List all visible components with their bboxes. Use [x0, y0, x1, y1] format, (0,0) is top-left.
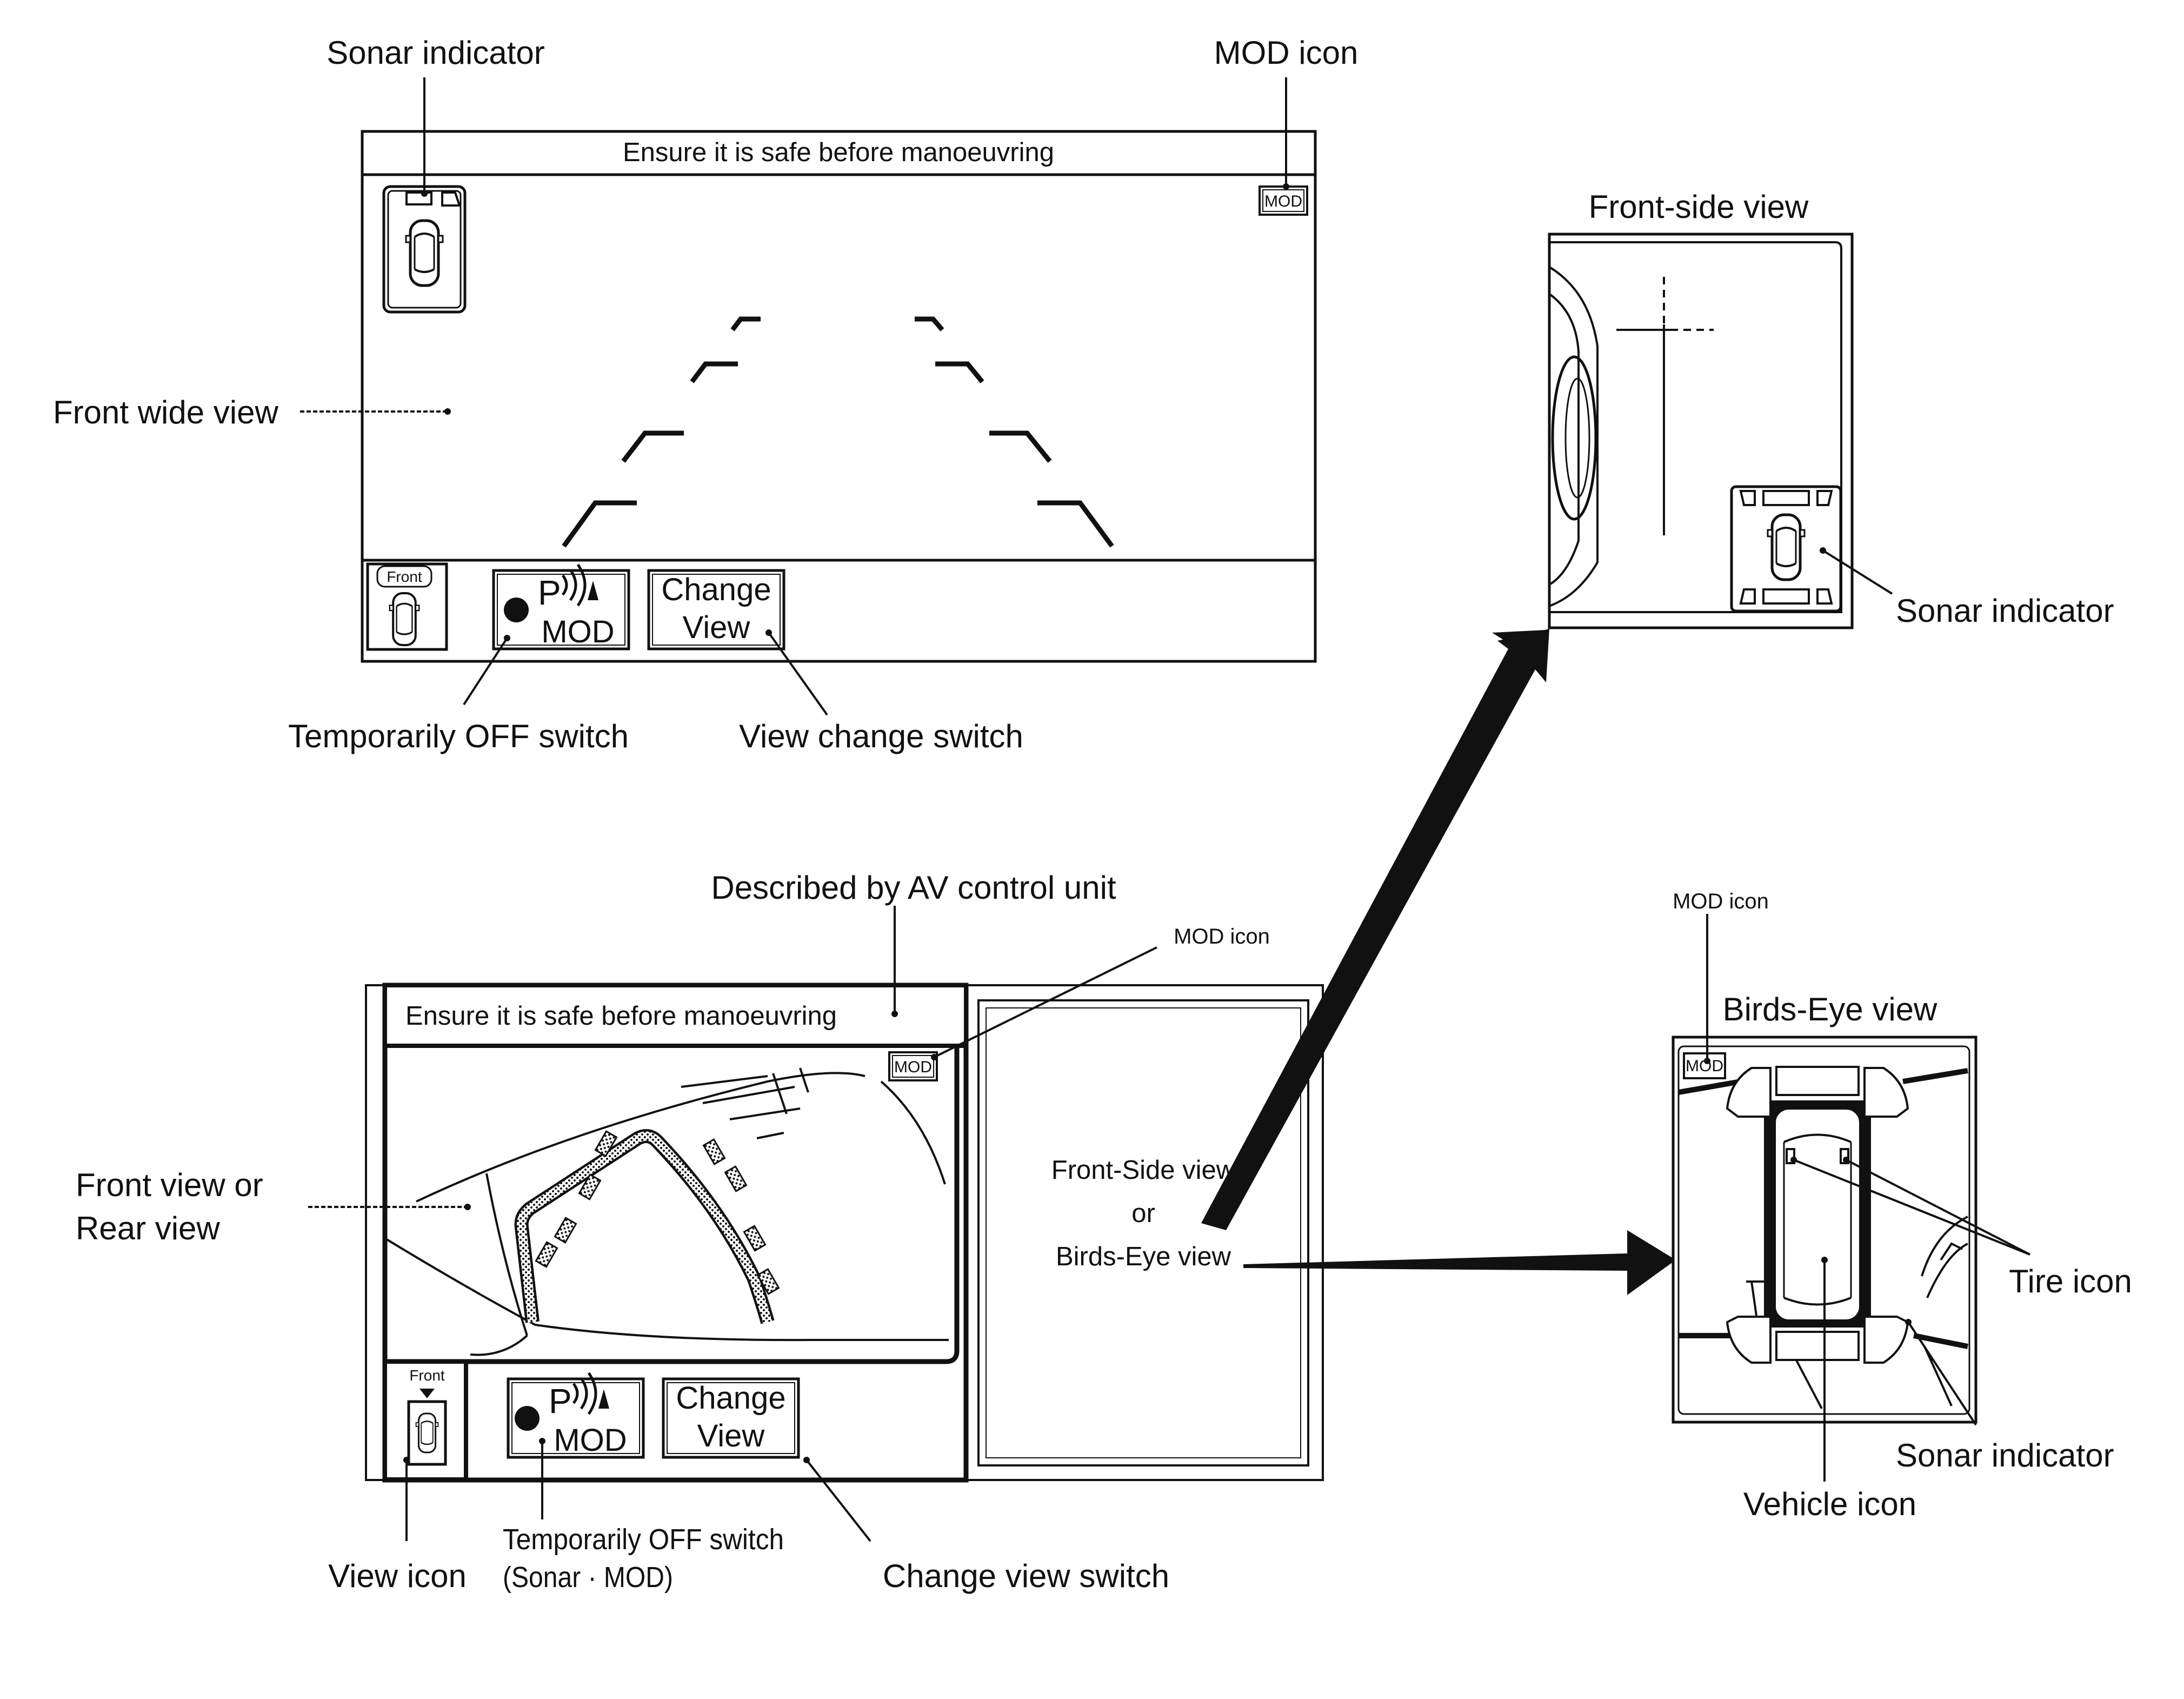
change-line2-2: View — [697, 1418, 765, 1454]
mod-label: MOD — [541, 614, 614, 649]
view-icon: Front — [383, 1359, 468, 1482]
change-view-button-2[interactable]: Change View — [662, 1377, 800, 1459]
label-view-icon: View icon — [328, 1558, 467, 1594]
label-temporarily-off-switch: Temporarily OFF switch — [288, 718, 629, 754]
temporarily-off-button-2[interactable]: P MOD — [507, 1373, 645, 1459]
label-mod-icon-bottom: MOD icon — [1174, 925, 1270, 948]
front-tag-text: Front — [387, 568, 422, 585]
label-front-view-or: Front view or — [76, 1167, 263, 1203]
option-birds-eye: Birds-Eye view — [1056, 1242, 1231, 1271]
front-rear-view-screen: Ensure it is safe before manoeuvring MOD — [365, 983, 1324, 1483]
banner-text: Ensure it is safe before manoeuvring — [623, 138, 1054, 167]
p-letter-2: P — [549, 1382, 572, 1421]
label-change-view-switch: Change view switch — [883, 1558, 1169, 1594]
birds-eye-sonar — [1726, 1066, 1909, 1364]
callout-front-side-sonar — [1820, 547, 1893, 595]
mod-tag-text-2: MOD — [894, 1058, 932, 1076]
label-birds-eye-title: Birds-Eye view — [1723, 991, 1937, 1027]
p-letter: P — [538, 573, 561, 612]
camera-scene — [384, 1067, 949, 1356]
change-line2: View — [683, 610, 751, 645]
label-vehicle-icon: Vehicle icon — [1743, 1486, 1916, 1522]
mod-icon-3: MOD — [1683, 1052, 1726, 1079]
mod-icon: MOD — [1259, 185, 1308, 216]
sonar-indicator-icon — [382, 185, 467, 314]
change-line1: Change — [661, 572, 771, 607]
change-view-button[interactable]: Change View — [647, 569, 785, 651]
mod-icon-2: MOD — [888, 1051, 938, 1081]
label-mod-icon-top: MOD icon — [1214, 35, 1359, 71]
front-tag-text-2: Front — [409, 1367, 445, 1384]
label-temp-off-sonar-mod-1: Temporarily OFF switch — [503, 1523, 784, 1556]
top-left-callouts — [300, 77, 1289, 716]
distance-markers — [535, 1130, 780, 1295]
banner-text-2: Ensure it is safe before manoeuvring — [405, 1001, 837, 1031]
option-front-side: Front-Side view — [1051, 1156, 1236, 1185]
arrows — [1201, 629, 1676, 1295]
front-side-sonar-icon — [1730, 485, 1842, 613]
label-temp-off-sonar-mod-2: (Sonar · MOD) — [503, 1561, 673, 1594]
guide-lines — [562, 316, 1114, 548]
label-rear-view: Rear view — [76, 1210, 220, 1246]
label-view-change-switch: View change switch — [739, 718, 1023, 754]
temporarily-off-button[interactable]: P MOD — [492, 565, 630, 651]
birds-eye-callouts — [1704, 914, 2030, 1482]
label-mod-icon-birds: MOD icon — [1673, 890, 1769, 913]
label-sonar-indicator-birds: Sonar indicator — [1896, 1437, 2114, 1474]
mod-tag-text-3: MOD — [1686, 1057, 1723, 1075]
front-view-icon: Front — [366, 562, 448, 651]
bottom-left-callouts — [308, 906, 1157, 1542]
front-wide-view-screen: Ensure it is safe before manoeuvring MOD — [361, 130, 1317, 663]
label-front-side-view-title: Front-side view — [1589, 189, 1809, 225]
label-tire-icon: Tire icon — [2009, 1263, 2132, 1299]
tire-icon-left — [1786, 1148, 1795, 1164]
label-sonar-indicator-top: Sonar indicator — [327, 35, 545, 71]
label-sonar-indicator-front-side: Sonar indicator — [1896, 593, 2114, 629]
arrow-to-birds-eye — [1243, 1230, 1676, 1295]
label-described-by-av: Described by AV control unit — [711, 870, 1116, 906]
front-side-view-panel — [1548, 233, 1854, 629]
mod-label-2: MOD — [554, 1423, 627, 1458]
change-line1-2: Change — [676, 1381, 785, 1416]
arrow-to-front-side — [1201, 629, 1549, 1230]
option-or: or — [1131, 1199, 1155, 1228]
mod-tag-text: MOD — [1264, 193, 1302, 210]
label-front-wide-view: Front wide view — [53, 394, 278, 430]
